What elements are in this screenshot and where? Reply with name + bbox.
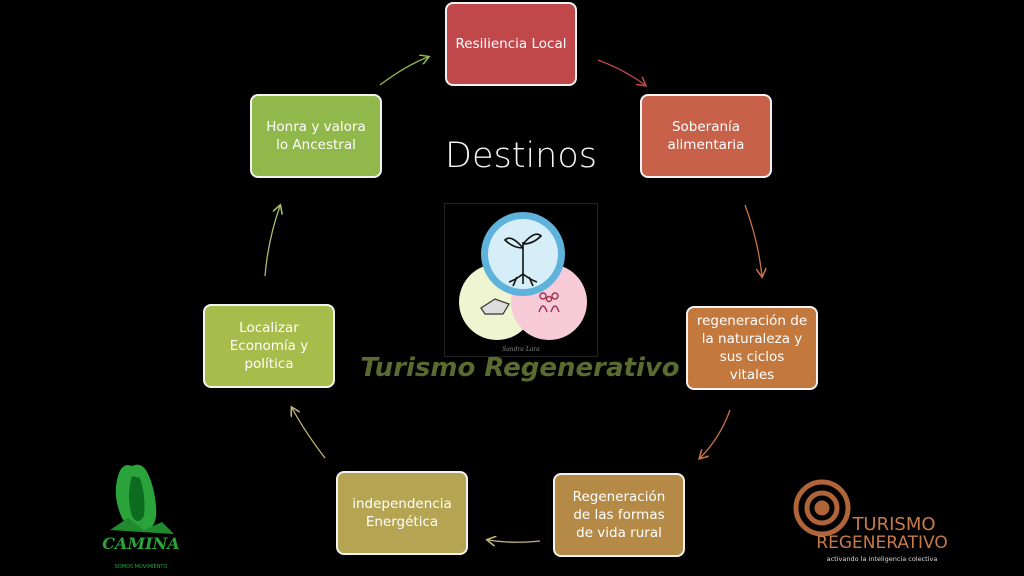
tree-icon <box>503 233 543 287</box>
node-resiliencia-local: Resiliencia Local <box>445 2 577 86</box>
diagram-title: Destinos <box>445 136 597 176</box>
stone-icon <box>480 298 510 315</box>
arrow-n4-n5 <box>488 540 541 542</box>
arrow-n6-n7 <box>264 206 280 277</box>
spiral-icon <box>793 479 851 537</box>
arrow-n7-n1 <box>379 57 428 86</box>
node-independencia-energetica: independencia Energética <box>336 471 468 555</box>
svg-text:TURISMO: TURISMO <box>851 514 935 535</box>
svg-text:SOMOS MOVIMIENTO: SOMOS MOVIMIENTO <box>115 564 168 570</box>
turismo-regenerativo-logo: TURISMO REGENERATIVO activando la inteli… <box>793 479 948 563</box>
arrow-n3-n4 <box>700 409 731 458</box>
svg-text:Sandra Lara: Sandra Lara <box>502 346 540 353</box>
svg-text:REGENERATIVO: REGENERATIVO <box>816 533 947 553</box>
node-regeneracion-vida-rural: Regeneración de las formas de vida rural <box>553 473 685 557</box>
node-regeneracion-naturaleza: regeneración de la naturaleza y sus cicl… <box>686 306 818 390</box>
venn-logo: Sandra Lara <box>444 203 598 357</box>
people-icon <box>538 292 560 313</box>
node-soberania-alimentaria: Soberanía alimentaria <box>640 94 772 178</box>
svg-text:CAMINA: CAMINA <box>102 534 179 553</box>
node-honra-ancestral: Honra y valora lo Ancestral <box>250 94 382 178</box>
svg-text:activando la inteligencia cole: activando la inteligencia colectiva <box>827 555 938 563</box>
arrow-n5-n6 <box>292 408 326 459</box>
arrow-n2-n3 <box>744 204 762 276</box>
camina-logo: CAMINA SOMOS MOVIMIENTO <box>102 464 180 570</box>
arrow-n1-n2 <box>597 59 645 85</box>
node-localizar-economia: Localizar Economía y política <box>203 304 335 388</box>
diagram-subtitle: Turismo Regenerativo <box>360 353 680 383</box>
